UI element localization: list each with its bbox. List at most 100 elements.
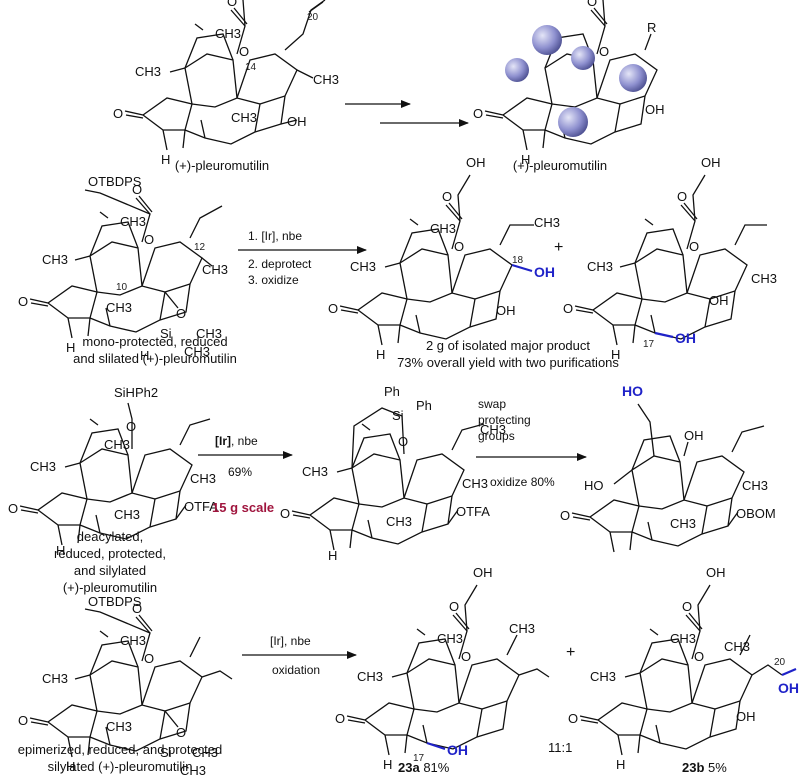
bom-ether-label: OBOM bbox=[736, 506, 776, 521]
hydrogen-label: H bbox=[376, 347, 385, 362]
epimerized-start-structure: O O CH3 CH3 CH3 O Si CH3 CH3 O H bbox=[18, 601, 233, 778]
hydroxyl-label: OH bbox=[473, 565, 493, 580]
pleuromutilin-sphere-structure: O OH O R OH O H bbox=[473, 0, 665, 167]
functionalization-site-sphere bbox=[558, 107, 588, 137]
ester-o-label: O bbox=[461, 649, 471, 664]
methyl-label: CH3 bbox=[590, 669, 616, 684]
compound-23b-label: 23b 5% bbox=[682, 760, 727, 775]
methyl-label: CH3 bbox=[670, 516, 696, 531]
ketone-o-label: O bbox=[328, 301, 338, 316]
hydrogen-label: H bbox=[611, 347, 620, 362]
caption-row3-line1: deacylated, bbox=[77, 529, 144, 544]
hydrogen-label: H bbox=[383, 757, 392, 772]
c18-hydroxyl-label: OH bbox=[534, 264, 555, 280]
methyl-label: CH3 bbox=[202, 262, 228, 277]
phenyl-label: Ph bbox=[384, 384, 400, 399]
hydrogen-label: H bbox=[521, 152, 530, 167]
hydrogen-label: H bbox=[66, 759, 75, 774]
methyl-label: CH3 bbox=[106, 300, 132, 315]
ketone-o-label: O bbox=[113, 106, 123, 121]
swap-label-line2: protecting bbox=[478, 413, 531, 427]
methyl-label: CH3 bbox=[386, 514, 412, 529]
silylated-start-structure: O O CH3 CH3 12 CH3 10 CH3 O Si CH3 CH3 H… bbox=[18, 182, 228, 363]
ketone-o-label: O bbox=[8, 501, 18, 516]
hydroxyl-label: OH bbox=[466, 155, 486, 170]
position-17-label: 17 bbox=[413, 753, 425, 764]
yield-label: 69% bbox=[228, 465, 252, 479]
ester-o-label: O bbox=[599, 44, 609, 59]
hydroxyl-label: OH bbox=[706, 565, 726, 580]
methyl-label: CH3 bbox=[42, 671, 68, 686]
hydroxyl-label: HO bbox=[584, 478, 604, 493]
methyl-label: CH3 bbox=[480, 422, 506, 437]
ketone-o-label: O bbox=[568, 711, 578, 726]
ketone-o-label: O bbox=[563, 301, 573, 316]
carbonyl-o-label: O bbox=[132, 601, 142, 616]
protecting-group-label: OTBDPS bbox=[88, 174, 142, 189]
methyl-label: CH3 bbox=[350, 259, 376, 274]
yield-note-line2: 73% overall yield with two purifications bbox=[397, 355, 619, 370]
methyl-label: CH3 bbox=[42, 252, 68, 267]
caption-row4-line2: silylated (+)-pleuromutilin bbox=[48, 759, 193, 774]
silyl-methyl-label: CH3 bbox=[184, 344, 210, 359]
caption-row3-line4: (+)-pleuromutilin bbox=[63, 580, 157, 595]
reagent-label: [Ir], nbe bbox=[215, 434, 258, 448]
ketone-o-label: O bbox=[18, 713, 28, 728]
methyl-label: CH3 bbox=[190, 471, 216, 486]
ester-o-label: O bbox=[144, 651, 154, 666]
methyl-label: CH3 bbox=[437, 631, 463, 646]
ring-hydroxyl-label: OH bbox=[709, 293, 729, 308]
silyl-methyl-label: CH3 bbox=[192, 745, 218, 760]
c20-hydroxyl-label: OH bbox=[778, 680, 799, 696]
methyl-label: CH3 bbox=[670, 631, 696, 646]
scale-badge: 15 g scale bbox=[212, 500, 274, 515]
oxidation-yield-label: oxidize 80% bbox=[490, 475, 555, 489]
ester-o-label: O bbox=[144, 232, 154, 247]
silane-group-label: SiHPh2 bbox=[114, 385, 158, 400]
r-group-label: R bbox=[647, 20, 656, 35]
methyl-label: CH3 bbox=[534, 215, 560, 230]
carbonyl-o-label: O bbox=[587, 0, 597, 9]
compound-number: 23b bbox=[682, 760, 704, 775]
caption-start-line2: and slilated (+)-pleuromutilin bbox=[73, 351, 237, 366]
methyl-label: CH3 bbox=[313, 72, 339, 87]
compound-yield: 5% bbox=[704, 760, 727, 775]
trifluoroacetate-label: OTFA bbox=[456, 504, 490, 519]
methyl-label: CH3 bbox=[135, 64, 161, 79]
ring-hydroxyl-label: OH bbox=[645, 102, 665, 117]
compound-number: 23a bbox=[398, 760, 420, 775]
position-17-label: 17 bbox=[643, 339, 655, 350]
c17-hydroxyl-label: OH bbox=[675, 330, 696, 346]
condition-step-2: 2. deprotect bbox=[248, 257, 312, 271]
position-10-label: 10 bbox=[116, 282, 128, 293]
caption-row3-line3: and silylated bbox=[74, 563, 146, 578]
hydroxyl-label: OH bbox=[701, 155, 721, 170]
methyl-label: CH3 bbox=[724, 639, 750, 654]
carbonyl-o-label: O bbox=[682, 599, 692, 614]
trifluoroacetate-label: OTFA bbox=[184, 499, 218, 514]
hydrogen-label: H bbox=[56, 543, 65, 558]
hydrogen-label: H bbox=[66, 340, 75, 355]
c17-hydroxyl-label: OH bbox=[447, 742, 468, 758]
hydrogen-label: H bbox=[328, 548, 337, 563]
silyl-methyl-label: CH3 bbox=[196, 326, 222, 341]
methyl-label: CH3 bbox=[30, 459, 56, 474]
compound-yield: 81% bbox=[420, 760, 450, 775]
phenyl-label: Ph bbox=[416, 398, 432, 413]
reagent-label: [Ir], nbe bbox=[270, 634, 311, 648]
caption-row4-line1: epimerized, reduced, and protected bbox=[18, 742, 223, 757]
iridium-catalyst-label: [Ir] bbox=[215, 434, 231, 448]
silyl-ether-o-label: O bbox=[398, 434, 408, 449]
hydrogen-label: H bbox=[161, 152, 170, 167]
ketone-o-label: O bbox=[335, 711, 345, 726]
minor-product-structure: O OH O CH3 CH3 OH 17 OH O H bbox=[563, 155, 777, 362]
reagent-rest-label: , nbe bbox=[231, 434, 258, 448]
position-20-label: 20 bbox=[307, 12, 319, 23]
oxidation-label: oxidation bbox=[272, 663, 320, 677]
plus-sign: + bbox=[554, 239, 563, 256]
hydrogen-label: H bbox=[616, 757, 625, 772]
methyl-label: CH3 bbox=[104, 437, 130, 452]
silicon-label: Si bbox=[160, 326, 172, 341]
methyl-label: CH3 bbox=[742, 478, 768, 493]
ester-o-label: O bbox=[689, 239, 699, 254]
